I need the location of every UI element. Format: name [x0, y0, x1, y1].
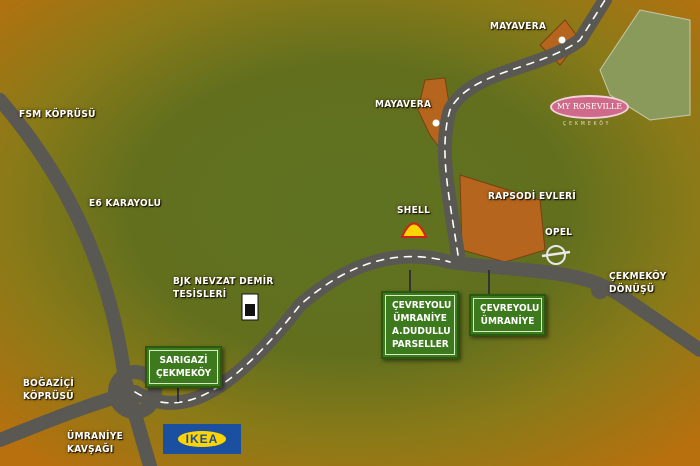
sign-sarigazi: SARIGAZİ ÇEKMEKÖY: [145, 346, 222, 388]
label-opel: OPEL: [545, 227, 573, 238]
sign-text: ÇEVREYOLU ÜMRANİYE A.DUDULLU PARSELLER: [385, 295, 455, 355]
bjk-logo: [241, 293, 259, 321]
label-bjk: BJK NEVZAT DEMİR TESİSLERİ: [173, 276, 274, 300]
sign-text: SARIGAZİ ÇEKMEKÖY: [149, 350, 218, 384]
label-mayavera: MAYAVERA: [375, 99, 432, 110]
map-pins: [432, 36, 566, 127]
plots: [417, 9, 691, 263]
label-fsm: FSM KÖPRÜSÜ: [19, 109, 96, 120]
roseville-subtitle: ÇEKMEKÖY: [563, 121, 612, 127]
label-rapsodi: RAPSODİ EVLERİ: [488, 191, 577, 202]
label-e6: E6 KARAYOLU: [89, 198, 162, 209]
shell-logo: [400, 222, 428, 238]
sign-cevreyolu: ÇEVREYOLU ÜMRANİYE: [469, 294, 546, 336]
label-shell: SHELL: [397, 205, 431, 216]
label-umraniye-kavsagi: ÜMRANİYE KAVŞAĞI: [67, 431, 124, 455]
ikea-text: IKEA: [177, 431, 227, 447]
label-cekmekoy-donusu: ÇEKMEKÖY DÖNÜŞÜ: [609, 271, 667, 295]
roseville-logo: MY ROSEVILLE: [550, 95, 629, 119]
roundabout: [108, 365, 162, 419]
opel-logo: [541, 245, 571, 265]
label-mayavera-top: MAYAVERA: [490, 21, 547, 32]
sign-text: ÇEVREYOLU ÜMRANİYE: [473, 298, 542, 332]
roseville-site: [599, 9, 691, 121]
label-bogazici: BOĞAZİÇİ KÖPRÜSÜ: [23, 378, 75, 402]
ikea-logo: IKEA: [163, 424, 241, 454]
sign-cevreyolu-parseller: ÇEVREYOLU ÜMRANİYE A.DUDULLU PARSELLER: [381, 291, 459, 359]
